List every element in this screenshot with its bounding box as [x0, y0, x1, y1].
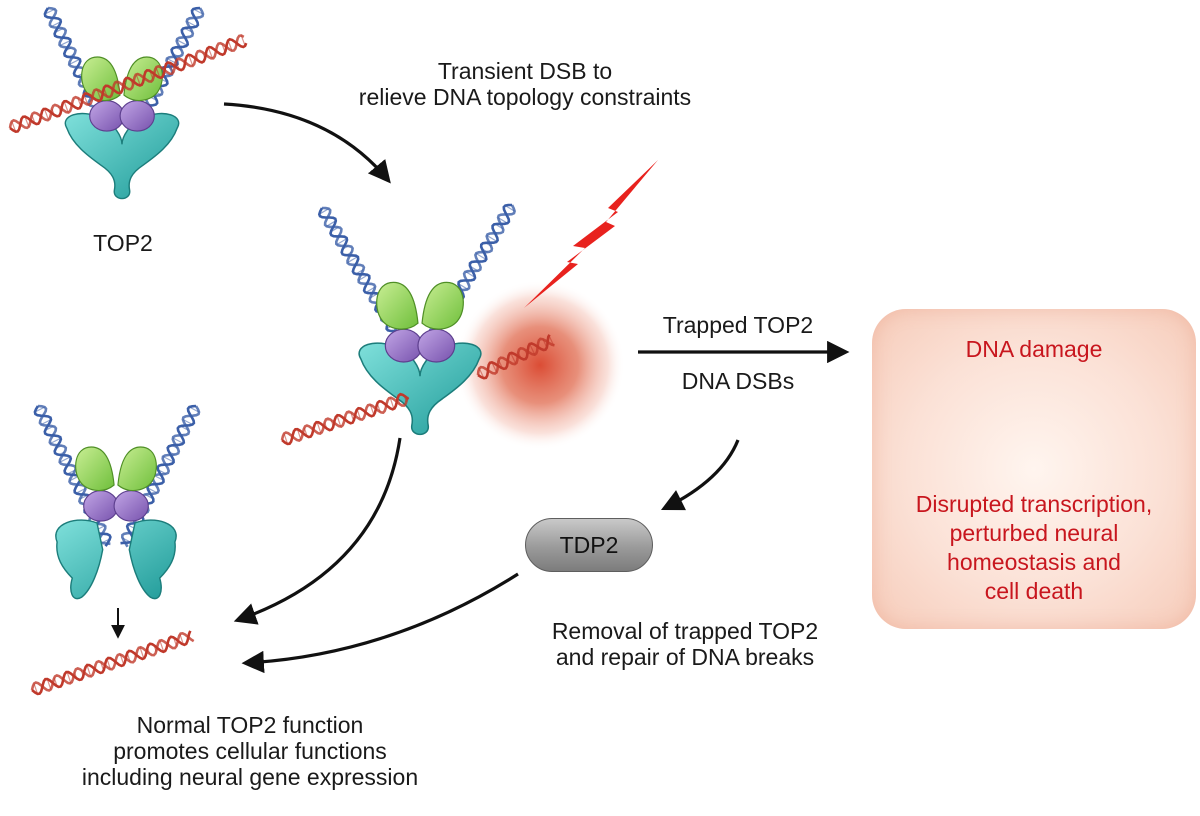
dna-red-strand-mid-left: [280, 392, 410, 446]
dna-damage-box: [872, 309, 1196, 629]
top2-enzyme-top: [64, 56, 180, 200]
trapped-top2-label: Trapped TOP2: [662, 312, 814, 338]
dna-damage-glow: [455, 280, 625, 450]
top2-enzyme-bottom: [55, 446, 177, 600]
removal-label: Removal of trapped TOP2 and repair of DN…: [551, 618, 819, 670]
arrow-to-normal-1: [233, 437, 402, 625]
outcome-label: Disrupted transcription, perturbed neura…: [915, 491, 1153, 604]
top2-enzyme-trapped: [358, 281, 482, 436]
arrow-to-cleavage: [223, 102, 391, 184]
lightning-bolt-icon: [524, 160, 658, 308]
tdp2-label: TDP2: [559, 531, 619, 558]
arrow-tdp2-to-normal: [241, 572, 519, 674]
transient-dsb-label: Transient DSB to relieve DNA topology co…: [358, 58, 692, 110]
dna-dsbs-label: DNA DSBs: [681, 368, 795, 394]
tdp2-pill: TDP2: [525, 518, 653, 572]
normal-function-label: Normal TOP2 function promotes cellular f…: [81, 712, 419, 790]
dna-red-strand-top: [8, 34, 248, 134]
dna-red-strand-bottom: [30, 630, 195, 696]
dna-damage-label: DNA damage: [965, 336, 1103, 362]
arrow-to-tdp2: [660, 439, 740, 511]
dna-red-strand-mid-right: [476, 334, 555, 380]
top2-label: TOP2: [93, 230, 153, 256]
